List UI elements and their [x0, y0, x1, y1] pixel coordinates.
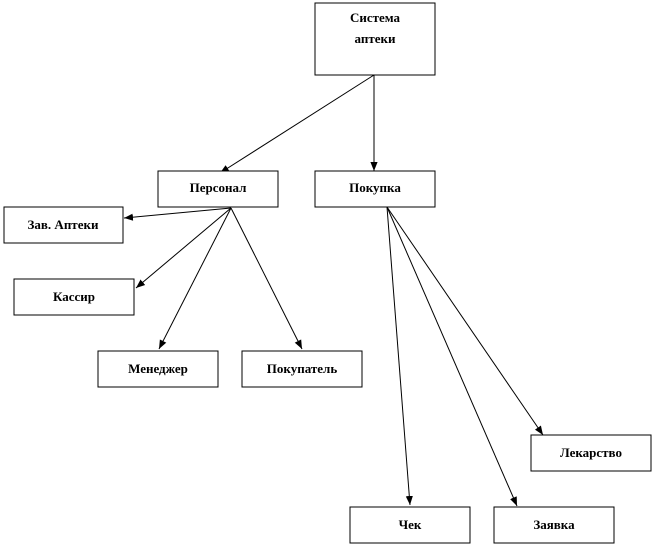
node-receipt-box: [349, 506, 471, 544]
node-purchase: Покупка: [314, 170, 436, 208]
edge-personnel-to-head: [123, 207, 232, 221]
node-personnel: Персонал: [157, 170, 279, 208]
node-request-box: [493, 506, 615, 544]
node-cashier: Кассир: [13, 278, 135, 316]
node-receipt-label: Чек: [399, 517, 422, 532]
node-buyer: Покупатель: [241, 350, 363, 388]
node-head-label: Зав. Аптеки: [28, 217, 99, 232]
node-request-label: Заявка: [533, 517, 575, 532]
node-request: Заявка: [493, 506, 615, 544]
node-root-label-line-1: Система: [350, 10, 401, 25]
edges: [123, 74, 544, 507]
node-cashier-box: [13, 278, 135, 316]
node-manager-label: Менеджер: [128, 361, 188, 376]
node-head-box: [3, 206, 124, 244]
node-root-label-line-2: аптеки: [355, 31, 396, 46]
edge-root-to-personnel: [219, 74, 375, 174]
node-buyer-label: Покупатель: [267, 361, 338, 376]
node-medicine: Лекарство: [530, 434, 652, 472]
node-personnel-label: Персонал: [190, 180, 247, 195]
node-purchase-box: [314, 170, 436, 208]
node-head: Зав. Аптеки: [3, 206, 124, 244]
node-manager: Менеджер: [97, 350, 219, 388]
node-medicine-label: Лекарство: [560, 445, 622, 460]
node-root: Система аптеки: [314, 2, 436, 76]
node-cashier-label: Кассир: [53, 289, 95, 304]
edge-personnel-to-buyer: [230, 207, 303, 350]
node-purchase-label: Покупка: [349, 180, 401, 195]
node-buyer-box: [241, 350, 363, 388]
edge-purchase-to-receipt: [386, 206, 413, 506]
node-manager-box: [97, 350, 219, 388]
edge-personnel-to-manager: [158, 207, 232, 350]
node-receipt: Чек: [349, 506, 471, 544]
edge-purchase-to-request: [386, 206, 518, 507]
node-medicine-box: [530, 434, 652, 472]
edge-purchase-to-medicine: [386, 206, 544, 436]
edge-personnel-to-cashier: [135, 207, 232, 289]
node-personnel-box: [157, 170, 279, 208]
node-root-box: [314, 2, 436, 76]
